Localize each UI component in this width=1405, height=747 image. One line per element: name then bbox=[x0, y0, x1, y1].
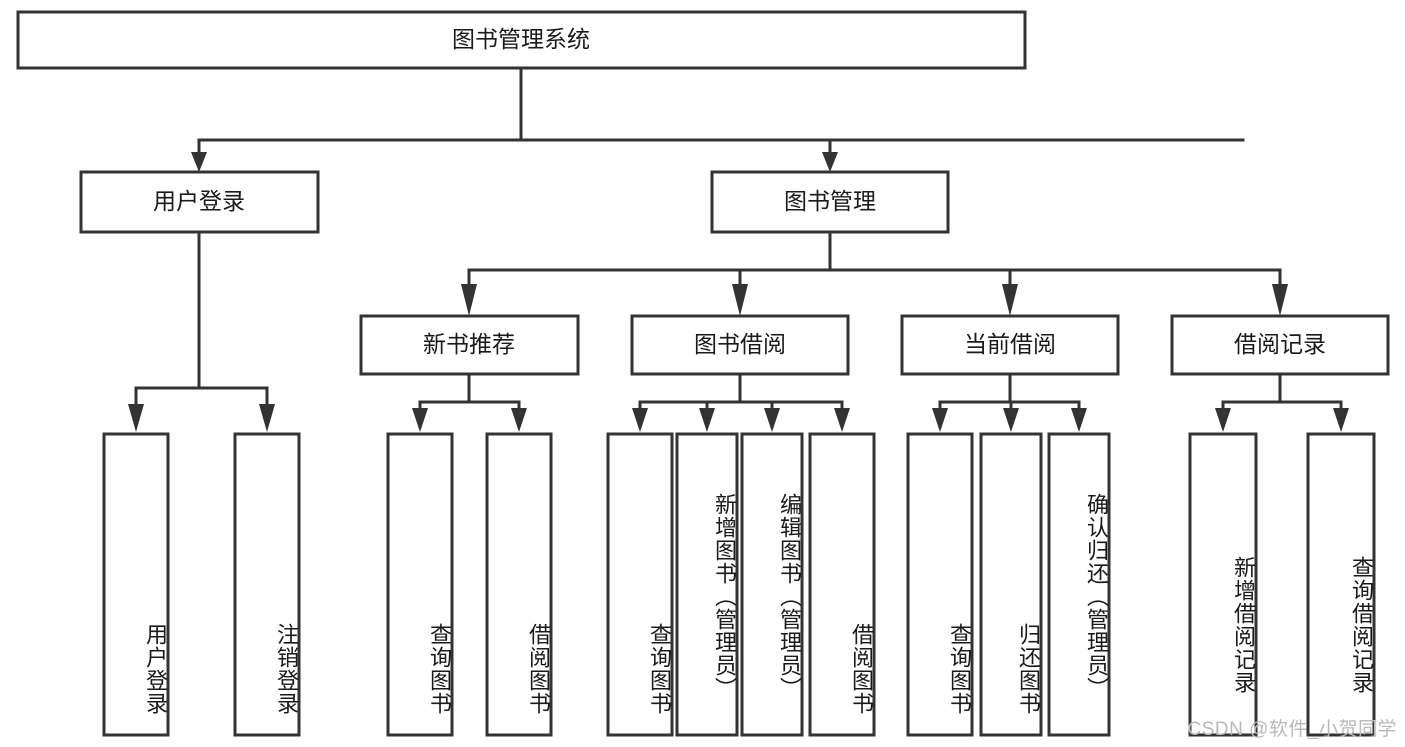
node-book-borrow[interactable]: 图书借阅 bbox=[630, 314, 850, 376]
leaf-box-borrow-book-1[interactable] bbox=[485, 432, 553, 737]
leaf-box-return-book[interactable] bbox=[979, 432, 1043, 737]
leaf-box-borrow-book-2[interactable] bbox=[808, 432, 876, 737]
leaf-box-edit-book[interactable] bbox=[740, 432, 804, 737]
node-borrow-record[interactable]: 借阅记录 bbox=[1170, 314, 1390, 376]
node-borrow-record-label: 借阅记录 bbox=[1234, 331, 1326, 357]
leaf-box-user-login[interactable] bbox=[102, 432, 170, 737]
node-user-login[interactable]: 用户登录 bbox=[79, 170, 320, 234]
connector-userlogin-to-leaves bbox=[128, 230, 275, 432]
leaf-box-query-record[interactable] bbox=[1306, 432, 1376, 737]
connector-bookmanage-to-level3 bbox=[461, 230, 1288, 316]
leaf-box-query-book-3[interactable] bbox=[906, 432, 974, 737]
node-new-book-rec-label: 新书推荐 bbox=[423, 331, 515, 357]
node-current-borrow[interactable]: 当前借阅 bbox=[900, 314, 1120, 376]
leaf-box-query-book-2[interactable] bbox=[606, 432, 674, 737]
connector-borrowrecord-to-leaves bbox=[1215, 372, 1349, 432]
node-book-manage[interactable]: 图书管理 bbox=[710, 170, 950, 234]
connector-root-to-level2 bbox=[191, 66, 1245, 172]
node-user-login-label: 用户登录 bbox=[153, 188, 245, 214]
leaf-box-query-book-1[interactable] bbox=[386, 432, 454, 737]
csdn-watermark: CSDN @软件_小贺同学 bbox=[1187, 719, 1397, 740]
node-book-manage-label: 图书管理 bbox=[784, 188, 876, 214]
leaf-box-add-record[interactable] bbox=[1188, 432, 1258, 737]
node-root[interactable]: 图书管理系统 bbox=[16, 10, 1027, 70]
leaf-boxes bbox=[102, 432, 1376, 737]
node-current-borrow-label: 当前借阅 bbox=[964, 331, 1056, 357]
node-book-borrow-label: 图书借阅 bbox=[694, 331, 786, 357]
leaf-box-add-book[interactable] bbox=[675, 432, 739, 737]
connector-currentborrow-to-leaves bbox=[932, 372, 1087, 432]
leaf-box-user-logout[interactable] bbox=[233, 432, 301, 737]
connector-bookborrow-to-leaves bbox=[632, 372, 850, 432]
connector-newbook-to-leaves bbox=[412, 372, 527, 432]
leaf-box-confirm-return[interactable] bbox=[1047, 432, 1111, 737]
node-root-label: 图书管理系统 bbox=[452, 26, 590, 52]
node-new-book-rec[interactable]: 新书推荐 bbox=[359, 314, 580, 376]
